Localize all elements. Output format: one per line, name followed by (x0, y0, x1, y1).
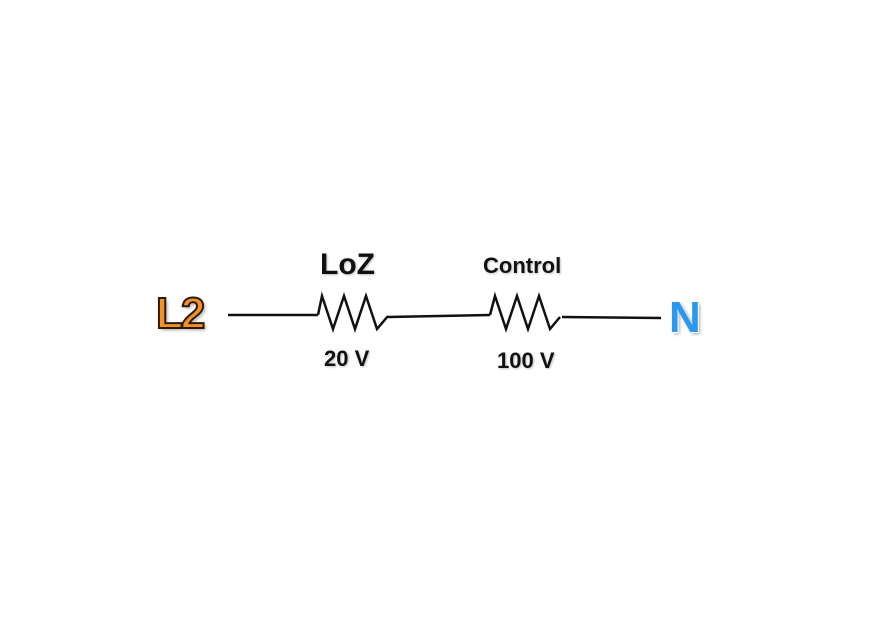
resistor-control (488, 291, 561, 333)
resistor-loz-voltage: 20 V (324, 346, 370, 371)
wire-control-to-n (561, 315, 662, 320)
resistor-loz-label: LoZ (320, 248, 375, 281)
resistor-control-voltage: 100 V (497, 348, 555, 373)
terminal-l2: L2 (155, 289, 206, 338)
terminal-n: N (669, 293, 701, 342)
resistor-loz (316, 291, 389, 333)
resistor-control-label: Control (483, 253, 562, 278)
wire-loz-to-control (387, 313, 491, 319)
